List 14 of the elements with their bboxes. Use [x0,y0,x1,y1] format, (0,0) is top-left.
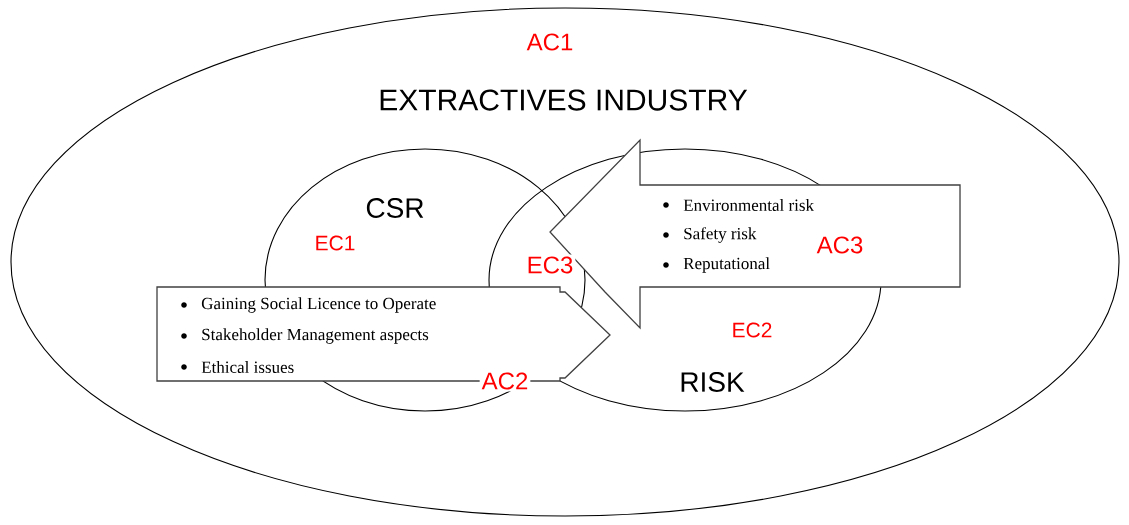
ellipse-label: EC1 [316,235,355,251]
ellipse-label: AC1 [526,33,573,51]
bullet-item: Reputational [683,257,770,273]
ellipse-label: EXTRACTIVES INDUSTRY [380,89,748,111]
bullet-item: Environmental risk [683,199,814,211]
bullet-item: Ethical issues [201,361,294,373]
bullet-item: Stakeholder Management aspects [202,328,429,344]
ellipse-label: EC2 [733,322,772,338]
ellipse-label: RISK [681,372,745,392]
ellipse-label: CSR [366,198,424,218]
code-label: AC3 [816,236,863,254]
code-label: EC3 [524,254,576,276]
bullet-item: Safety risk [684,227,757,243]
bullet-item: Gaining Social Licence to Operate [201,297,436,313]
